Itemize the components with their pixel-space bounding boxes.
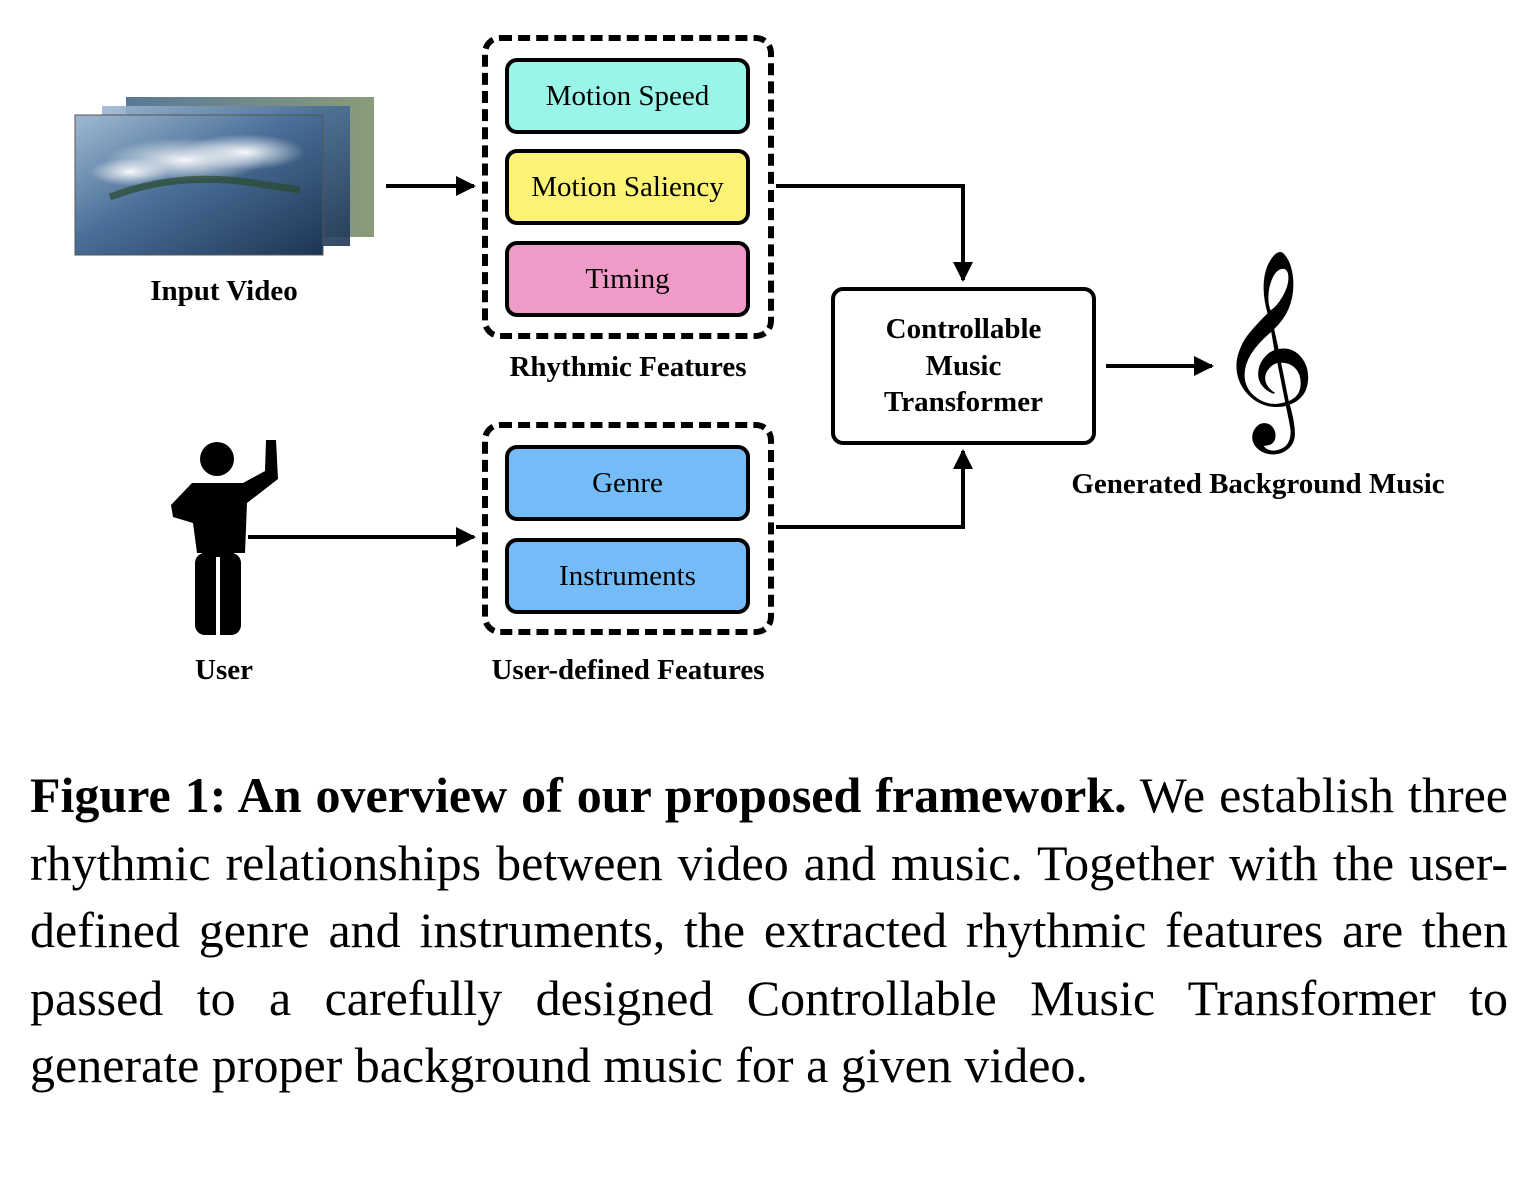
transformer-label-line2: Music xyxy=(925,349,1002,382)
generated-background-music-label: Generated Background Music xyxy=(1071,468,1445,500)
treble-clef-icon: 𝄞 xyxy=(1216,248,1317,446)
user-label: User xyxy=(195,654,253,686)
input-video-label: Input Video xyxy=(150,275,298,307)
motion-saliency-box: Motion Saliency xyxy=(505,149,750,225)
caption-body: We es­tablish three rhythmic relationshi… xyxy=(30,767,1508,1093)
diagram-connectors xyxy=(248,176,1214,547)
arrow-rhythmic-to-transformer xyxy=(776,184,973,282)
user-defined-features-label: User-defined Features xyxy=(491,654,765,686)
transformer-label-line3: Transformer xyxy=(884,386,1043,419)
instruments-box: Instruments xyxy=(505,538,750,614)
caption-lead: Figure 1: An overview of our proposed fr… xyxy=(30,767,1127,823)
controllable-music-transformer-box: Controllable Music Transformer xyxy=(831,287,1096,445)
framework-diagram: Input Video User Motion Speed Motion Sal… xyxy=(74,35,1445,686)
transformer-label-line1: Controllable xyxy=(885,312,1042,345)
motion-speed-box: Motion Speed xyxy=(505,58,750,134)
user-icon xyxy=(171,440,278,637)
input-video-thumbnail xyxy=(74,97,374,256)
figure-caption: Figure 1: An overview of our proposed fr… xyxy=(30,762,1508,1100)
rhythmic-features-label: Rhythmic Features xyxy=(509,351,747,383)
user-defined-features-group xyxy=(482,422,774,635)
arrow-user-features-to-transformer xyxy=(776,449,973,529)
genre-box: Genre xyxy=(505,445,750,521)
timing-box: Timing xyxy=(505,241,750,317)
rhythmic-features-group xyxy=(482,35,774,339)
